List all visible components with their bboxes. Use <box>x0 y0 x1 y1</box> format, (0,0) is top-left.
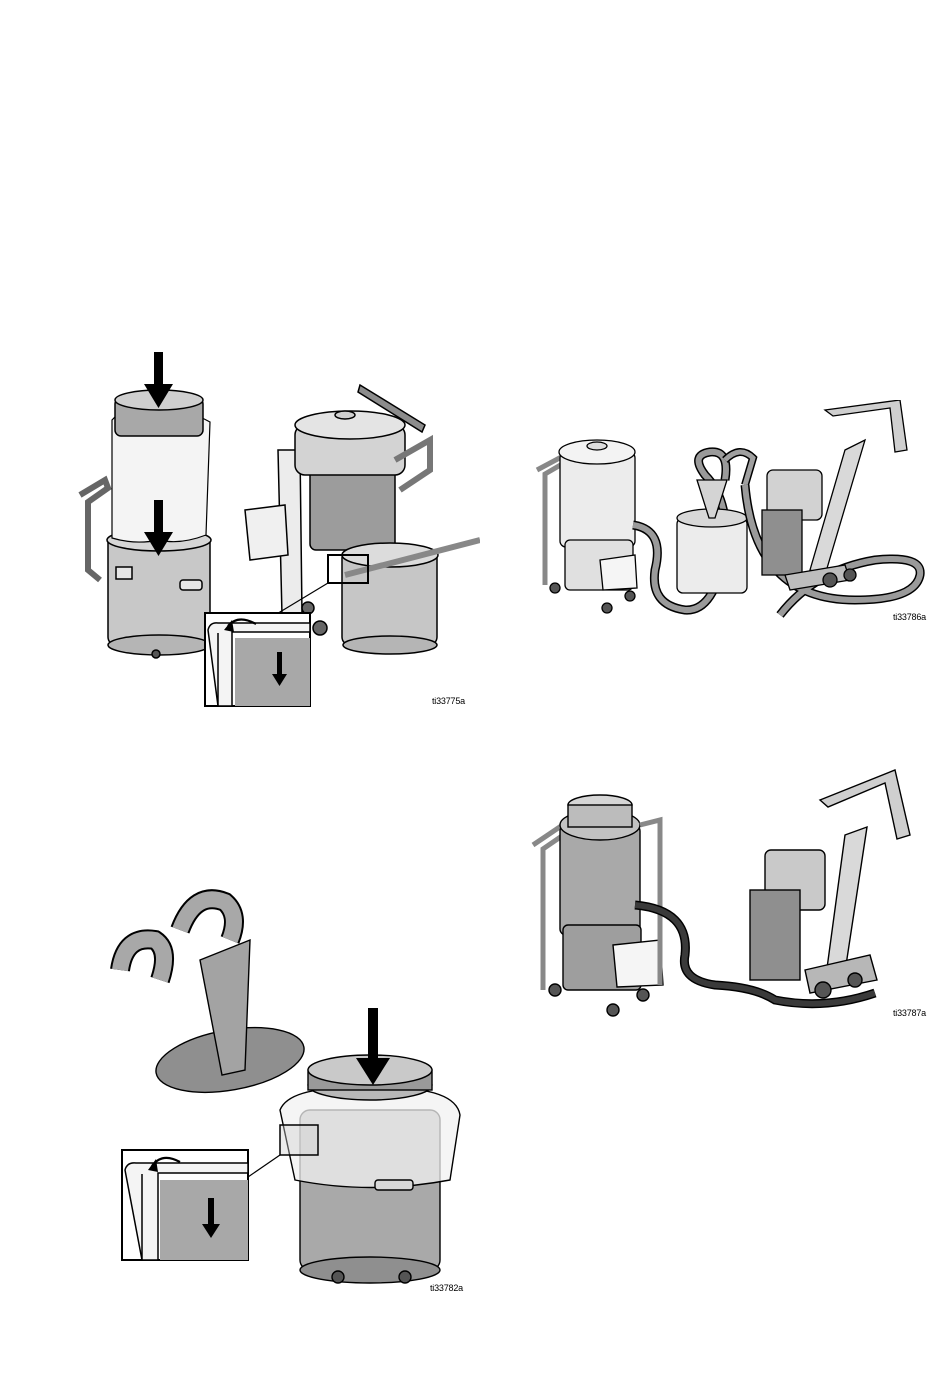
inset-detail <box>205 613 310 706</box>
collection-drum <box>280 1055 460 1283</box>
cyclone-bag-illustration <box>100 880 470 1300</box>
inset-detail <box>122 1150 248 1260</box>
figure-cyclone-hose-setup: ti33786a <box>525 400 930 630</box>
scarifier-machine <box>750 770 910 998</box>
figure-caption: ti33782a <box>430 1283 463 1293</box>
cyclone-drum <box>677 452 753 593</box>
cyclone-cone-lid <box>120 899 309 1102</box>
cart-vacuum <box>537 440 637 613</box>
cyclone-hose-illustration <box>525 400 930 630</box>
figure-bag-install: ti33775a <box>60 340 480 720</box>
bag-install-illustration <box>60 340 480 720</box>
figure-caption: ti33786a <box>893 612 926 622</box>
direct-hose-illustration <box>525 765 930 1025</box>
callout-marker <box>280 1125 318 1155</box>
figure-cyclone-bag-install: ti33782a <box>100 880 470 1300</box>
figure-direct-hose-setup: ti33787a <box>525 765 930 1025</box>
figure-caption: ti33787a <box>893 1008 926 1018</box>
figure-caption: ti33775a <box>432 696 465 706</box>
